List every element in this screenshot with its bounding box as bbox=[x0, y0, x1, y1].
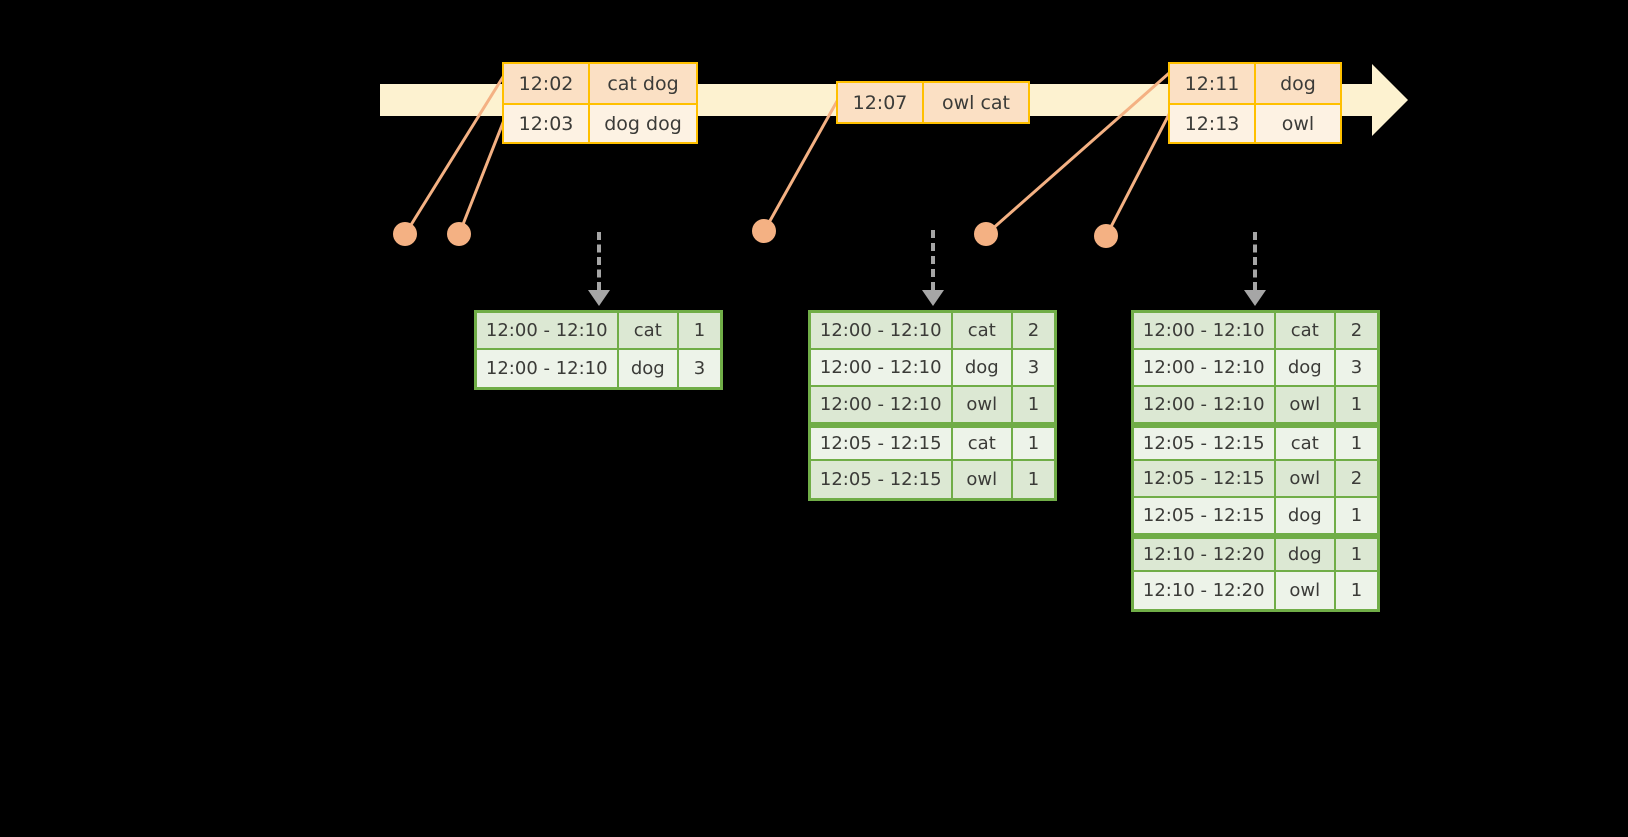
connector-dot-2 bbox=[447, 222, 471, 246]
event-timestamp: 12:07 bbox=[838, 83, 924, 122]
cell-count: 1 bbox=[1336, 539, 1377, 572]
cell-count: 1 bbox=[679, 313, 720, 350]
cell-window: 12:00 - 12:10 bbox=[477, 350, 619, 387]
arrow-head-icon bbox=[588, 290, 610, 306]
arrow-stem bbox=[597, 232, 601, 290]
cell-word: cat bbox=[952, 428, 1014, 461]
cell-count: 1 bbox=[1336, 428, 1377, 461]
cell-count: 1 bbox=[1336, 572, 1377, 609]
cell-word: cat bbox=[952, 313, 1014, 350]
cell-word: owl bbox=[952, 387, 1014, 424]
cell-count: 1 bbox=[1336, 498, 1377, 535]
cell-word: dog bbox=[952, 350, 1014, 387]
connector-line bbox=[457, 111, 509, 235]
timeline-arrow-head-icon bbox=[1372, 64, 1408, 136]
cell-window: 12:05 - 12:15 bbox=[1134, 428, 1276, 461]
event-timestamp: 12:13 bbox=[1170, 105, 1256, 142]
event-words: owl bbox=[1256, 105, 1340, 142]
connector-dot-3 bbox=[752, 219, 776, 243]
arrow-head-icon bbox=[922, 290, 944, 306]
cell-word: cat bbox=[1275, 428, 1337, 461]
cell-word: dog bbox=[1275, 498, 1337, 535]
cell-window: 12:05 - 12:15 bbox=[1134, 498, 1276, 535]
cell-word: dog bbox=[1275, 539, 1337, 572]
cell-count: 3 bbox=[1336, 350, 1377, 387]
cell-window: 12:00 - 12:10 bbox=[811, 350, 953, 387]
cell-window: 12:00 - 12:10 bbox=[811, 313, 953, 350]
cell-window: 12:00 - 12:10 bbox=[477, 313, 619, 350]
cell-window: 12:00 - 12:10 bbox=[811, 387, 953, 424]
cell-count: 1 bbox=[1013, 387, 1054, 424]
event-timestamp: 12:03 bbox=[504, 105, 590, 142]
event-words: dog dog bbox=[590, 105, 696, 142]
cell-word: owl bbox=[1275, 572, 1337, 609]
connector-dot-4 bbox=[974, 222, 998, 246]
cell-count: 1 bbox=[1336, 387, 1377, 424]
cell-count: 2 bbox=[1013, 313, 1054, 350]
connector-dot-1 bbox=[393, 222, 417, 246]
cell-window: 12:05 - 12:15 bbox=[811, 428, 953, 461]
event-words: owl cat bbox=[924, 83, 1028, 122]
cell-window: 12:00 - 12:10 bbox=[1134, 387, 1276, 424]
cell-word: owl bbox=[1275, 387, 1337, 424]
event-timestamp: 12:11 bbox=[1170, 64, 1256, 103]
event-words: dog bbox=[1256, 64, 1340, 103]
event-timestamp: 12:02 bbox=[504, 64, 590, 103]
arrow-stem bbox=[931, 230, 935, 290]
cell-count: 3 bbox=[679, 350, 720, 387]
cell-window: 12:00 - 12:10 bbox=[1134, 313, 1276, 350]
cell-word: dog bbox=[1275, 350, 1337, 387]
cell-word: cat bbox=[1275, 313, 1337, 350]
arrow-head-icon bbox=[1244, 290, 1266, 306]
cell-count: 1 bbox=[1013, 461, 1054, 498]
cell-word: owl bbox=[1275, 461, 1337, 498]
dashed-arrow-2 bbox=[922, 230, 944, 306]
event-words: cat dog bbox=[590, 64, 696, 103]
cell-word: cat bbox=[618, 313, 680, 350]
connector-line bbox=[1104, 107, 1174, 237]
cell-window: 12:10 - 12:20 bbox=[1134, 539, 1276, 572]
cell-count: 2 bbox=[1336, 461, 1377, 498]
connector-dot-5 bbox=[1094, 224, 1118, 248]
cell-word: owl bbox=[952, 461, 1014, 498]
cell-word: dog bbox=[618, 350, 680, 387]
cell-window: 12:05 - 12:15 bbox=[1134, 461, 1276, 498]
cell-window: 12:10 - 12:20 bbox=[1134, 572, 1276, 609]
dashed-arrow-3 bbox=[1244, 232, 1266, 306]
arrow-stem bbox=[1253, 232, 1257, 290]
cell-count: 3 bbox=[1013, 350, 1054, 387]
cell-count: 2 bbox=[1336, 313, 1377, 350]
cell-count: 1 bbox=[1013, 428, 1054, 461]
cell-window: 12:05 - 12:15 bbox=[811, 461, 953, 498]
dashed-arrow-1 bbox=[588, 232, 610, 306]
cell-window: 12:00 - 12:10 bbox=[1134, 350, 1276, 387]
